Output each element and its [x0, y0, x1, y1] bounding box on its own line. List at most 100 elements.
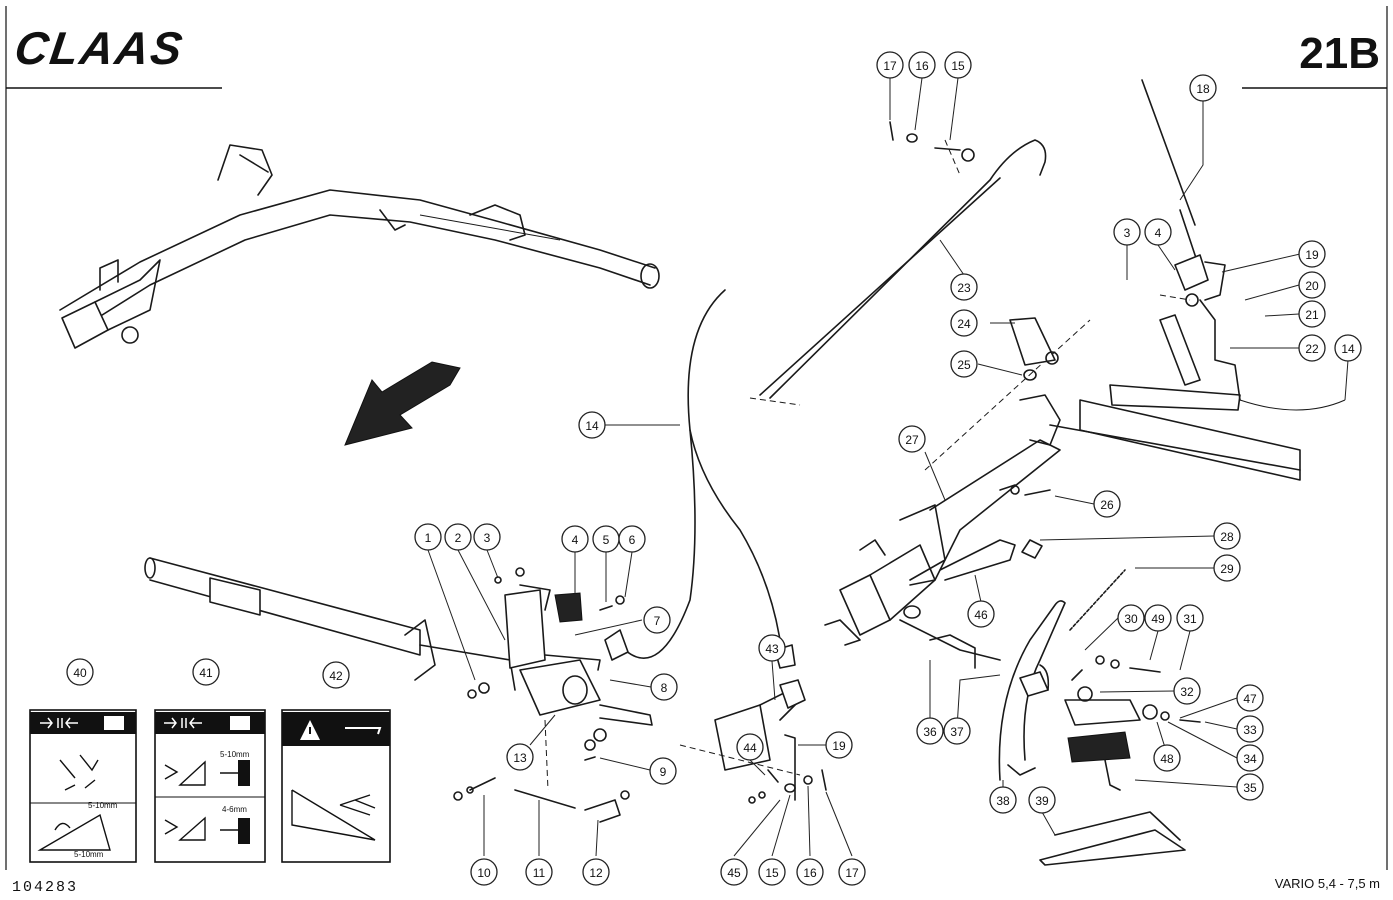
callout-bubble: [1117, 604, 1145, 632]
callout-label: 17: [845, 866, 859, 880]
callout-c8: 8: [650, 673, 678, 701]
callout-c27: 27: [898, 425, 926, 453]
footer: 104283 VARIO 5,4 - 7,5 m: [12, 876, 1380, 896]
callout-label: 9: [660, 765, 667, 779]
callout-label: 19: [1305, 248, 1319, 262]
callout-c16b: 16: [796, 858, 824, 886]
callout-bubble: [1153, 744, 1181, 772]
callout-label: 47: [1243, 692, 1257, 706]
callout-bubble: [643, 606, 671, 634]
callout-c16a: 16: [908, 51, 936, 79]
callout-label: 15: [951, 59, 965, 73]
callout-c37: 37: [943, 717, 971, 745]
callout-c3a: 3: [473, 523, 501, 551]
decal-40-dim-a: 5-10mm: [88, 801, 118, 810]
callout-bubble: [1298, 334, 1326, 362]
callout-bubble: [1213, 554, 1241, 582]
callout-bubble: [736, 733, 764, 761]
callout-c15b: 15: [758, 858, 786, 886]
callout-label: 35: [1243, 781, 1257, 795]
callout-label: 46: [974, 608, 988, 622]
callout-bubble: [1298, 300, 1326, 328]
callout-c2: 2: [444, 523, 472, 551]
bowden-cable: [604, 289, 796, 669]
callout-label: 5: [603, 533, 610, 547]
callout-c35: 35: [1236, 773, 1264, 801]
callout-c42: 42: [322, 661, 350, 689]
callout-label: 38: [996, 794, 1010, 808]
callout-bubble: [967, 600, 995, 628]
callout-bubble: [1173, 677, 1201, 705]
callout-label: 37: [950, 725, 964, 739]
callout-label: 25: [957, 358, 971, 372]
callout-c10: 10: [470, 858, 498, 886]
brand-logo: CLAAS: [12, 22, 188, 74]
callout-label: 12: [589, 866, 603, 880]
callout-bubble: [322, 661, 350, 689]
callout-c48: 48: [1153, 744, 1181, 772]
callout-c17a: 17: [876, 51, 904, 79]
callout-bubble: [825, 731, 853, 759]
shaft-assembly: [144, 557, 653, 823]
header: CLAAS 21B: [5, 6, 1388, 870]
callout-bubble: [1213, 522, 1241, 550]
callout-bubble: [192, 658, 220, 686]
callout-bubble: [1028, 786, 1056, 814]
callout-bubble: [1189, 74, 1217, 102]
callout-label: 48: [1160, 752, 1174, 766]
callout-bubble: [1236, 715, 1264, 743]
callout-label: 33: [1243, 723, 1257, 737]
callout-bubble: [582, 858, 610, 886]
decal-41: 5-10mm 4-6mm: [154, 709, 266, 863]
callout-bubble: [1236, 773, 1264, 801]
callout-bubble: [525, 858, 553, 886]
callout-bubble: [561, 525, 589, 553]
page-code: 21B: [1299, 29, 1380, 78]
callout-bubble: [908, 51, 936, 79]
decal-41-bottom-dim: 4-6mm: [222, 805, 247, 814]
callout-label: 40: [73, 666, 87, 680]
callout-bubble: [989, 786, 1017, 814]
callout-c12: 12: [582, 858, 610, 886]
spring-and-tine: [998, 569, 1201, 866]
callout-bubble: [943, 717, 971, 745]
callout-bubble: [1236, 684, 1264, 712]
callout-label: 18: [1196, 82, 1210, 96]
callout-c11: 11: [525, 858, 553, 886]
callout-c49: 49: [1144, 604, 1172, 632]
travel-direction-arrow: [344, 361, 461, 446]
callout-bubble: [618, 525, 646, 553]
callout-c34: 34: [1236, 744, 1264, 772]
decal-40-dim-b: 5-10mm: [74, 850, 104, 859]
cable-rod-assembly: [749, 121, 1047, 406]
callout-label: 16: [803, 866, 817, 880]
callout-bubble: [1334, 334, 1362, 362]
callout-c20: 20: [1298, 271, 1326, 299]
callout-c7: 7: [643, 606, 671, 634]
callout-c31: 31: [1176, 604, 1204, 632]
callout-bubble: [506, 743, 534, 771]
callout-bubble: [796, 858, 824, 886]
callout-label: 2: [455, 531, 462, 545]
callout-label: 13: [513, 751, 527, 765]
callout-bubble: [1236, 744, 1264, 772]
callout-label: 3: [484, 531, 491, 545]
callout-c26: 26: [1093, 490, 1121, 518]
callout-c1: 1: [414, 523, 442, 551]
callout-bubble: [414, 523, 442, 551]
callout-c3b: 3: [1113, 218, 1141, 246]
callout-c40: 40: [66, 658, 94, 686]
callout-c17b: 17: [838, 858, 866, 886]
callout-bubble: [578, 411, 606, 439]
callout-label: 22: [1305, 342, 1319, 356]
decal-40: 5-10mm 5-10mm: [29, 709, 137, 863]
callout-bubble: [1144, 604, 1172, 632]
callout-bubble: [650, 673, 678, 701]
callout-c28: 28: [1213, 522, 1241, 550]
callout-label: 7: [654, 614, 661, 628]
callout-c38: 38: [989, 786, 1017, 814]
callout-bubble: [1113, 218, 1141, 246]
callout-bubble: [1298, 240, 1326, 268]
